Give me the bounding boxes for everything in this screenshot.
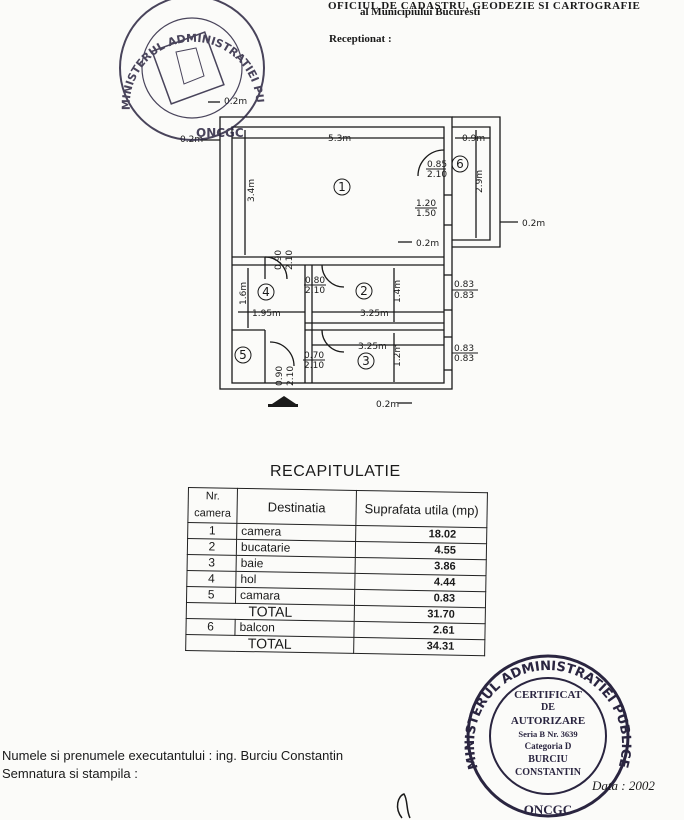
door6-width: 0.85 bbox=[427, 160, 447, 170]
door-arc-bath bbox=[321, 329, 345, 353]
grand-total-label: TOTAL bbox=[185, 634, 354, 654]
w2-width: 0.83 bbox=[454, 280, 474, 290]
header-dest: Destinatia bbox=[236, 488, 357, 526]
header-area: Suprafata utila (mp) bbox=[355, 490, 488, 528]
room-2-label: 2 bbox=[360, 284, 368, 298]
header-nr: Nr. camera bbox=[187, 487, 238, 524]
room-6-label: 6 bbox=[456, 157, 464, 171]
dim-balcony-width: 0.9m bbox=[462, 134, 485, 144]
window1-height: 1.50 bbox=[416, 209, 436, 219]
door2-width: 0.80 bbox=[305, 276, 325, 286]
balcony-outline bbox=[452, 116, 501, 248]
received-label: Receptionat : bbox=[329, 33, 392, 45]
svg-text:MINISTERUL ADMINISTRATIEI PUBL: MINISTERUL ADMINISTRATIEI PUBLICE bbox=[0, 0, 266, 110]
door-entry-width: 0.90 bbox=[275, 366, 285, 386]
dim-hol-height: 1.6m bbox=[239, 282, 249, 305]
w3-width: 0.83 bbox=[454, 344, 474, 354]
row-dest: camera bbox=[236, 523, 356, 542]
row-dest: hol bbox=[235, 571, 356, 590]
signature-label: Semnatura si stampila : bbox=[2, 766, 138, 781]
office-subtitle: al Municipiului Bucuresti bbox=[360, 6, 481, 18]
stamp-l6: BURCIU bbox=[528, 754, 567, 765]
stamp-l7: CONSTANTIN bbox=[515, 767, 582, 778]
recap-table: Nr. camera Destinatia Suprafata utila (m… bbox=[185, 487, 488, 656]
door-arc-kitchen bbox=[321, 264, 345, 288]
entrance-arrow-icon bbox=[272, 396, 296, 404]
row-dest: baie bbox=[236, 555, 356, 574]
window1-width: 1.20 bbox=[416, 199, 436, 209]
row-nr: 3 bbox=[187, 554, 237, 572]
signature-stroke bbox=[396, 793, 411, 819]
door2-height: 2.10 bbox=[305, 286, 325, 296]
stamp-bottom-label: ONCGC bbox=[524, 802, 572, 817]
dim-hol-width: 1.95m bbox=[252, 309, 281, 319]
row-dest: bucatarie bbox=[236, 539, 356, 558]
row-nr: 2 bbox=[187, 538, 237, 556]
balcony-inner bbox=[452, 126, 491, 241]
w3-height: 0.83 bbox=[454, 354, 474, 364]
dim-room3-height: 1.2m bbox=[393, 344, 403, 367]
dim-wall-mid: 0.2m bbox=[416, 239, 439, 249]
room-5-label: 5 bbox=[239, 348, 247, 362]
stamp-top-bottom: ONCGC bbox=[196, 126, 244, 140]
stamp-l2: DE bbox=[541, 702, 555, 713]
dim-wall-top: 0.2m bbox=[224, 97, 247, 107]
dim-wall-bottom: 0.2m bbox=[376, 400, 399, 410]
dim-room3-width: 3.25m bbox=[358, 342, 387, 352]
recap-title: RECAPITULATIE bbox=[270, 463, 401, 480]
door3-width: 0.70 bbox=[304, 351, 324, 361]
dim-room2-width: 3.25m bbox=[360, 309, 389, 319]
room-4-label: 4 bbox=[262, 285, 270, 299]
stamp-top-left: MINISTERUL ADMINISTRATIEI PUBLICE ONCGC bbox=[0, 0, 266, 141]
door-arc-hol bbox=[264, 256, 288, 280]
stamp-top-ring: MINISTERUL ADMINISTRATIEI PUBLICE bbox=[0, 0, 266, 110]
room-3-label: 3 bbox=[362, 354, 370, 368]
table-header-row: Nr. camera Destinatia Suprafata utila (m… bbox=[187, 487, 488, 528]
dim-wall-right: 0.2m bbox=[522, 219, 545, 229]
date-label: Data : 2002 bbox=[592, 778, 655, 793]
row-nr: 6 bbox=[185, 618, 236, 636]
row-nr: 4 bbox=[186, 570, 237, 588]
row-nr: 1 bbox=[187, 522, 237, 540]
executant-name: Numele si prenumele executantului : ing.… bbox=[2, 748, 344, 763]
dim-balcony-height: 2.9m bbox=[475, 170, 485, 193]
door-hol-height: 2.10 bbox=[285, 250, 295, 270]
w2-height: 0.83 bbox=[454, 291, 474, 301]
stamp-l3: AUTORIZARE bbox=[511, 715, 585, 727]
dim-top-width: 5.3m bbox=[328, 134, 351, 144]
door-arc-balcony bbox=[417, 149, 445, 177]
office-title: OFICIUL DE CADASTRU, GEODEZIE SI CARTOGR… bbox=[328, 0, 641, 12]
door3-height: 2.10 bbox=[304, 361, 324, 371]
stamp-bottom-right: MINISTERUL ADMINISTRATIEI PUBLICE CERTIF… bbox=[463, 654, 633, 818]
floor-plan: 1 2 3 4 5 6 5.3m 0.9m 0.2m 0.2m 0.2m 0.2… bbox=[0, 0, 545, 410]
row-nr: 5 bbox=[186, 586, 236, 604]
room-1-label: 1 bbox=[338, 180, 346, 194]
stamp-l1: CERTIFICAT bbox=[514, 689, 583, 701]
door-entry-height: 2.10 bbox=[286, 366, 296, 386]
dim-left-height: 3.4m bbox=[247, 179, 257, 202]
outer-wall bbox=[219, 116, 453, 390]
stamp-l5: Categoria D bbox=[525, 741, 572, 751]
door-arc-entry bbox=[269, 341, 295, 367]
door6-height: 2.10 bbox=[427, 170, 447, 180]
stamp-l4: Seria B Nr. 3639 bbox=[518, 729, 577, 739]
door-hol-width: 0.90 bbox=[274, 250, 284, 270]
inner-wall bbox=[231, 126, 445, 384]
dim-room2-height: 1.4m bbox=[393, 280, 403, 303]
